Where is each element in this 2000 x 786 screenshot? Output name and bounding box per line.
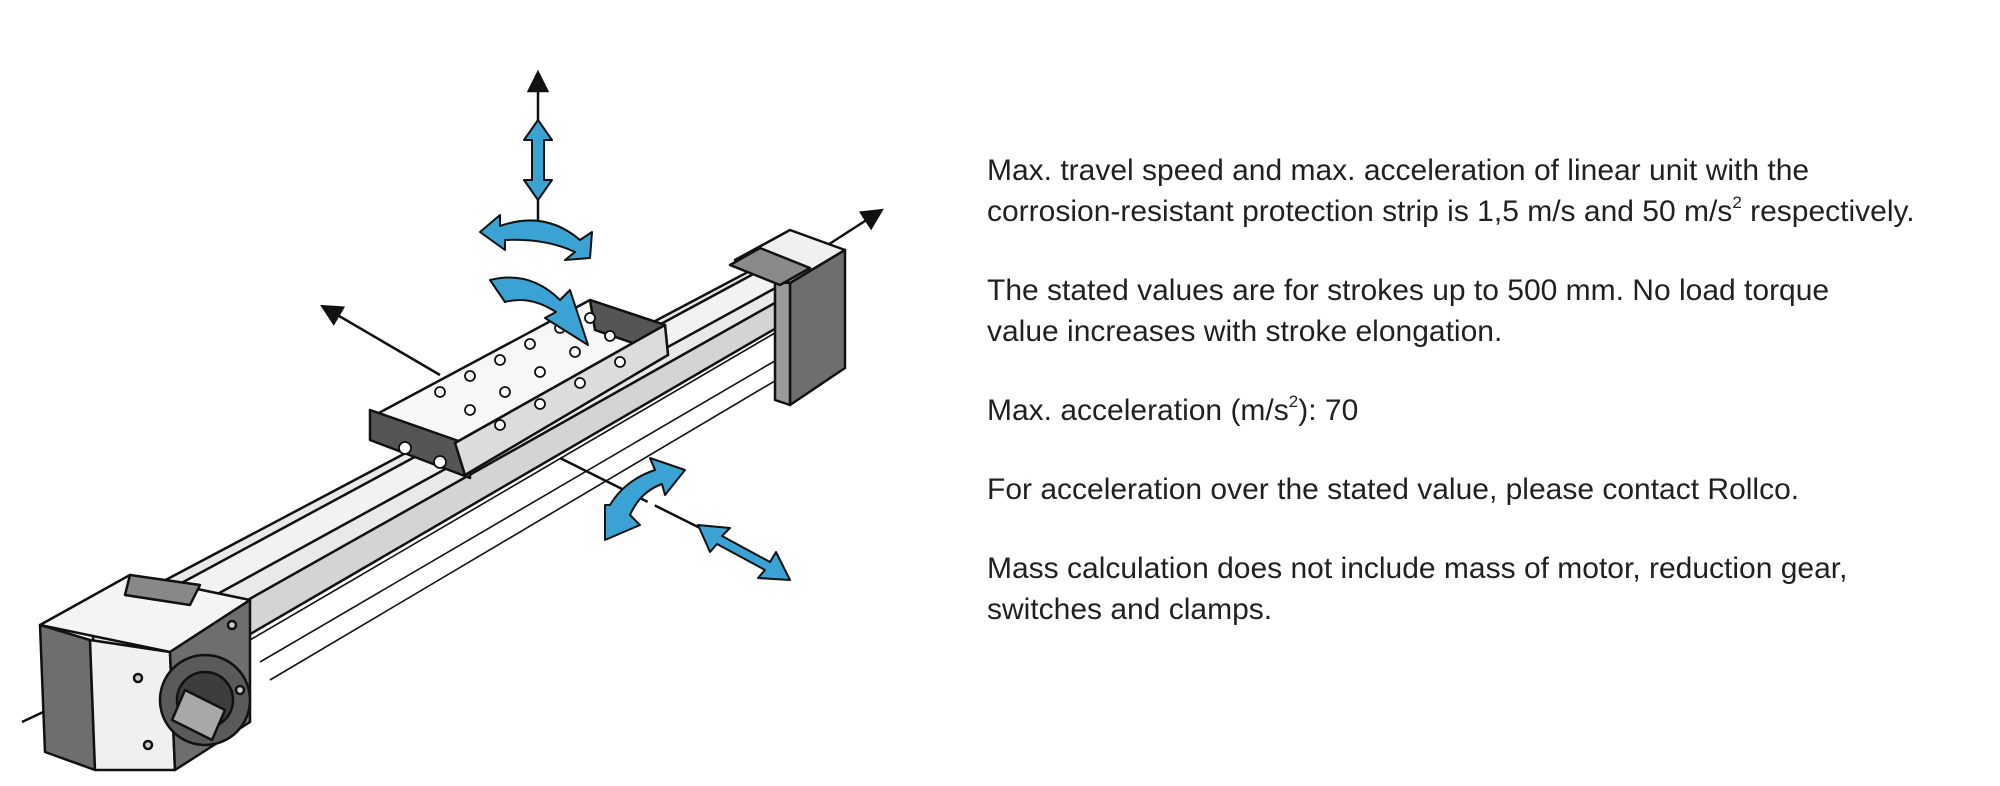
note-max-acceleration: Max. acceleration (m/s2): 70: [987, 390, 1987, 431]
longitudinal-axis-arrow: [819, 208, 884, 252]
superscript-2: 2: [1288, 392, 1299, 411]
note-mass-calculation-line-2: switches and clamps.: [987, 593, 1273, 626]
superscript-2: 2: [1732, 193, 1742, 212]
note-max-acceleration-value: ): 70: [1298, 394, 1359, 427]
note-mass-calculation: Mass calculation does not include mass o…: [987, 548, 1987, 630]
note-contact-line-1: For acceleration over the stated value, …: [987, 473, 1800, 506]
carriage: [368, 298, 670, 480]
far-end-housing: [728, 228, 847, 407]
note-travel-speed: Max. travel speed and max. acceleration …: [987, 150, 1987, 232]
rotation-about-vertical-arrow: [479, 214, 593, 261]
motor-shaft: [170, 688, 227, 742]
rotation-about-longitudinal-arrow: [604, 457, 686, 541]
note-mass-calculation-line-1: Mass calculation does not include mass o…: [987, 552, 1848, 585]
note-travel-speed-text: corrosion-resistant protection strip is …: [987, 195, 1733, 228]
note-travel-speed-line-2: corrosion-resistant protection strip is …: [987, 191, 1987, 232]
lateral-translation-arrow: [697, 524, 791, 581]
carriage-holes: [398, 312, 626, 469]
specification-notes: Max. travel speed and max. acceleration …: [987, 150, 1987, 668]
note-travel-speed-text-end: respectively.: [1741, 195, 1915, 228]
lateral-axis-arrow: [320, 304, 441, 377]
rotation-about-lateral-arrow: [489, 276, 589, 346]
near-end-housing: [38, 573, 252, 772]
note-travel-speed-line-1: Max. travel speed and max. acceleration …: [987, 154, 1810, 187]
note-stroke-values-line-2: value increases with stroke elongation.: [987, 315, 1503, 348]
note-contact: For acceleration over the stated value, …: [987, 469, 1987, 510]
linear-unit-illustration: [21, 69, 884, 772]
vertical-translation-arrow: [523, 119, 553, 201]
note-stroke-values-line-1: The stated values are for strokes up to …: [987, 274, 1830, 307]
motion-arrows: [479, 119, 791, 581]
note-stroke-values: The stated values are for strokes up to …: [987, 270, 1987, 352]
note-max-acceleration-label: Max. acceleration (m/s: [987, 394, 1289, 427]
